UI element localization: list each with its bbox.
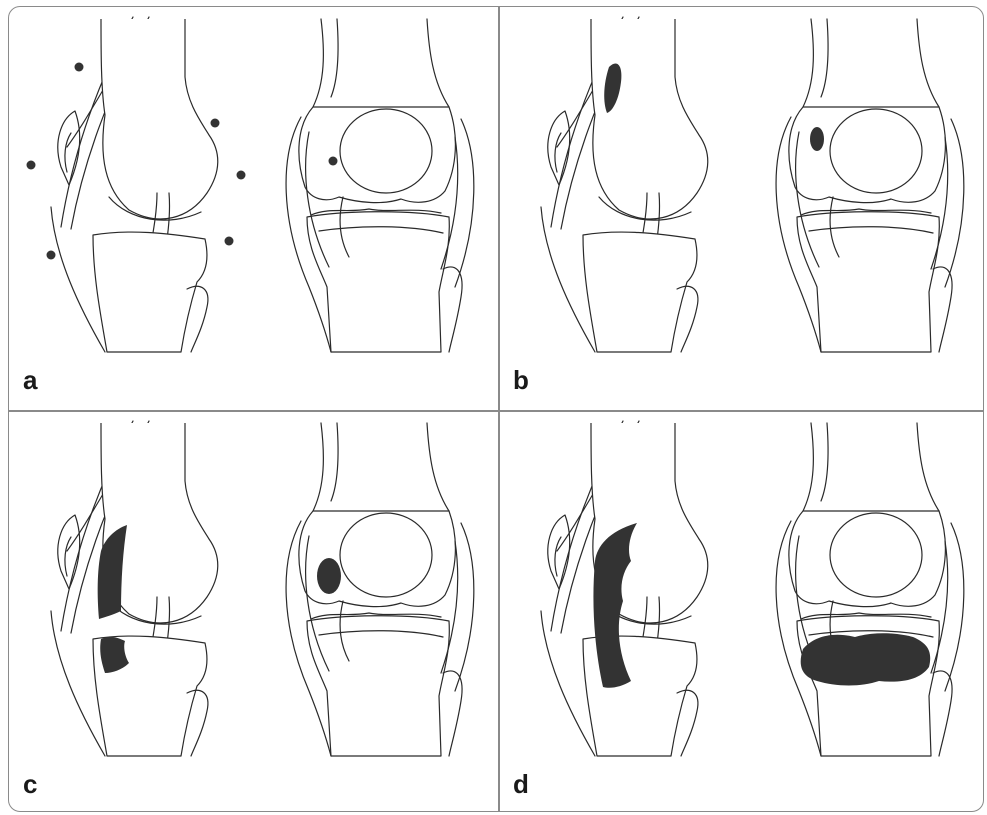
lesion-frontal — [317, 558, 341, 594]
panel-c: c — [9, 411, 499, 812]
dot-marker — [75, 63, 84, 72]
panel-label-d: d — [513, 771, 529, 797]
panel-b: b — [499, 7, 984, 411]
knee-illustration-c — [9, 411, 499, 812]
dot-marker — [225, 237, 234, 246]
figure-frame: a b c d — [8, 6, 984, 812]
knee-illustration-a — [9, 7, 499, 411]
dot-marker — [211, 119, 220, 128]
dot-marker — [329, 157, 338, 166]
panel-divider-horizontal — [9, 410, 984, 412]
dot-marker — [47, 251, 56, 260]
panel-label-a: a — [23, 367, 37, 393]
panel-label-c: c — [23, 771, 37, 797]
lesion-frontal — [810, 127, 824, 151]
panel-d: d — [499, 411, 984, 812]
dot-marker — [27, 161, 36, 170]
panel-label-b: b — [513, 367, 529, 393]
dot-marker — [237, 171, 246, 180]
lesion-frontal — [801, 633, 931, 685]
knee-illustration-b — [499, 7, 984, 411]
knee-illustration-d — [499, 411, 984, 812]
panel-a: a — [9, 7, 499, 411]
